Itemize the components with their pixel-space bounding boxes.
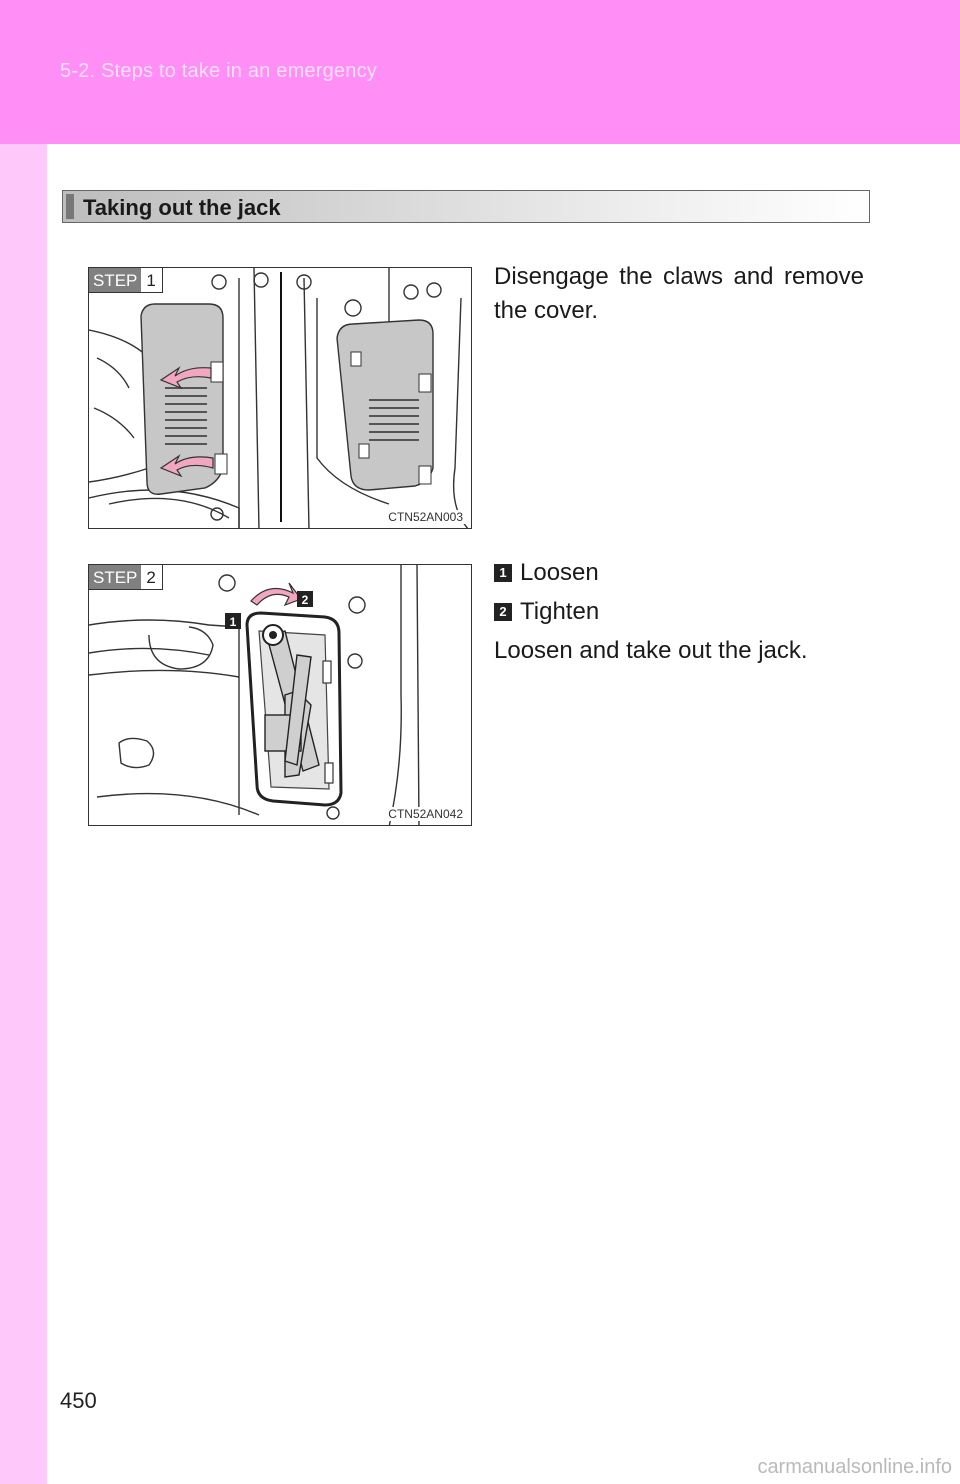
cover-panel-right: [336, 319, 434, 491]
turn-arrow: [250, 582, 302, 607]
callout-number: 2: [494, 603, 512, 621]
svg-text:2: 2: [302, 593, 309, 607]
callout-number: 1: [494, 564, 512, 582]
step-badge: STEP 2: [89, 565, 163, 590]
header-band: [0, 0, 960, 144]
jack: [264, 630, 320, 778]
pull-arrows: [159, 366, 214, 478]
svg-text:1: 1: [230, 615, 237, 629]
callout-tighten: 2 Tighten: [494, 595, 599, 629]
step-number: 1: [146, 271, 156, 290]
figure-code: CTN52AN003: [386, 510, 465, 524]
cover-removal-drawing: [89, 268, 469, 528]
step2-instruction: Loosen and take out the jack.: [494, 637, 808, 664]
step-word: STEP: [89, 268, 142, 292]
callout-loosen: 1 Loosen: [494, 556, 599, 590]
section-title-box: Taking out the jack: [62, 190, 870, 223]
step1-instruction: Disengage the claws and remove the cover…: [494, 263, 864, 324]
callout-label: Loosen: [520, 559, 599, 586]
step2-illustration: 1 2 STEP 2 CTN52AN042: [88, 564, 472, 826]
side-band: [0, 144, 47, 1484]
cover-panel-left: [140, 303, 228, 495]
section-title: Taking out the jack: [83, 195, 281, 220]
step-badge: STEP 1: [89, 268, 163, 293]
figure-code: CTN52AN042: [386, 807, 465, 821]
callout-label: Tighten: [520, 598, 600, 625]
page-number: 450: [60, 1388, 97, 1413]
section-header: 5-2. Steps to take in an emergency: [60, 60, 377, 82]
watermark: carmanualsonline.info: [757, 1456, 952, 1478]
step-number: 2: [146, 568, 156, 587]
step1-illustration: STEP 1 CTN52AN003: [88, 267, 472, 529]
title-bar: [66, 194, 74, 219]
step-word: STEP: [89, 565, 142, 589]
jack-removal-drawing: 1 2: [89, 565, 420, 825]
